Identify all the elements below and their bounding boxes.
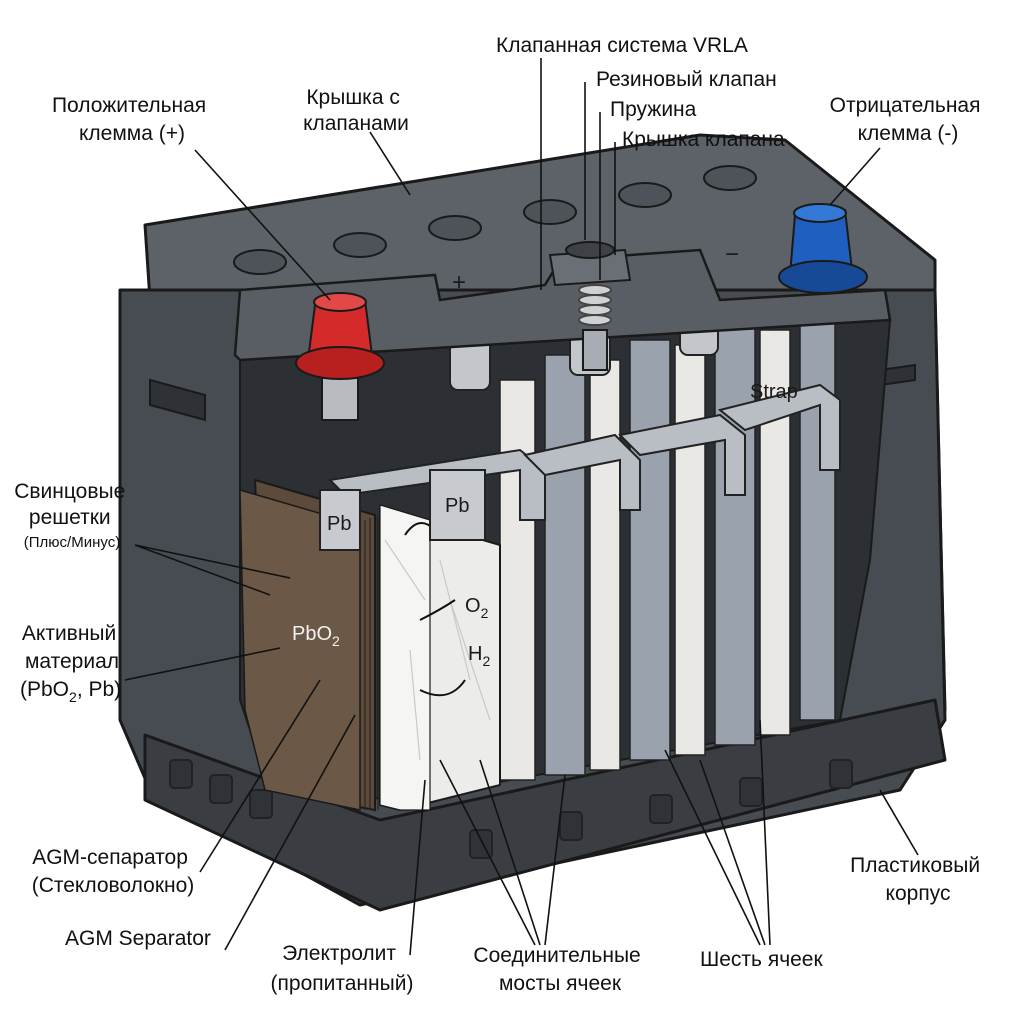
spring-coil <box>578 294 612 306</box>
label-active-material-formula: (PbO2, Pb) <box>20 678 121 705</box>
rib <box>829 759 853 789</box>
vent-cap <box>703 165 757 191</box>
label-vrla-system: Клапанная система VRLA <box>496 34 748 57</box>
label-electrolyte: Электролит (пропитанный) <box>271 942 414 995</box>
rubber-valve <box>565 241 615 259</box>
cell-plate <box>674 344 706 756</box>
separator-fibers <box>384 539 491 761</box>
label-positive-terminal: Положительная клемма (+) <box>52 94 212 145</box>
rib <box>559 811 583 841</box>
lid-section <box>233 248 892 362</box>
vent-cap <box>428 215 482 241</box>
valve-stem <box>582 329 608 371</box>
rib <box>249 789 273 819</box>
cell-plate <box>629 339 671 761</box>
cell-bridge <box>327 448 546 521</box>
label-spring: Пружина <box>610 98 697 121</box>
callout-labels: Клапанная система VRLA Резиновый клапан … <box>14 34 987 995</box>
leader <box>439 759 566 946</box>
lid-minus-label: − <box>725 241 739 268</box>
leader <box>664 719 771 946</box>
leader <box>124 647 281 681</box>
lid-plus-label: + <box>452 269 466 296</box>
negative-terminal-top <box>793 203 847 223</box>
leader <box>409 779 426 956</box>
leader <box>369 131 411 196</box>
vent-cap <box>618 182 672 208</box>
label-plastic-case: Пластиковый корпус <box>850 854 986 905</box>
label-six-cells: Шесть ячеек <box>700 948 823 971</box>
pbo2-label: PbO2 <box>292 623 340 649</box>
label-negative-terminal: Отрицательная клемма (-) <box>830 94 987 145</box>
spring <box>578 284 612 326</box>
case-handle <box>149 378 206 422</box>
leader <box>224 714 356 951</box>
leader <box>199 679 321 873</box>
cell-bridge <box>717 383 841 471</box>
label-active-material: Активный материал <box>22 622 122 673</box>
strap-label: Strap <box>750 381 798 403</box>
gas-arrow-h2 <box>419 679 466 697</box>
rib <box>649 794 673 824</box>
base-ribs <box>169 759 853 859</box>
label-agm-separator-en: AGM Separator <box>65 927 211 950</box>
leader <box>194 149 331 301</box>
rib <box>739 777 763 807</box>
label-agm-separator-ru: AGM-сепаратор (Стекловолокно) <box>32 846 195 897</box>
leader <box>879 789 919 856</box>
cutaway-interior <box>239 299 892 812</box>
lead-grid-edges <box>364 516 379 810</box>
cell-bridge <box>523 433 641 511</box>
positive-terminal <box>295 292 385 421</box>
label-cell-bridges: Соединительные мосты ячеек <box>473 944 646 995</box>
pb-tab-right <box>429 469 486 541</box>
pb-tab-left <box>319 489 361 551</box>
agm-separator-front <box>379 504 431 811</box>
negative-terminal-base <box>778 260 868 294</box>
leader <box>829 147 881 206</box>
cell-plate <box>589 359 621 771</box>
spring-coil <box>578 304 612 316</box>
case-base <box>143 698 947 912</box>
cell-plate <box>499 379 536 781</box>
cell-bridges <box>327 383 841 521</box>
pb-right-label: Pb <box>445 495 469 517</box>
internal-labels: PbO2 Pb Pb O2 H2 Strap + − <box>292 241 798 669</box>
label-rubber-valve: Резиновый клапан <box>596 68 777 91</box>
spring-coil <box>578 314 612 326</box>
valve-assembly <box>548 241 632 371</box>
lid-details <box>233 165 892 421</box>
vent-cap <box>333 232 387 258</box>
pb-left-label: Pb <box>327 513 351 535</box>
spring-coil <box>578 284 612 296</box>
positive-terminal-top <box>313 292 367 312</box>
leader <box>134 544 291 596</box>
rib <box>169 759 193 789</box>
h2-label: H2 <box>468 643 490 669</box>
o2-label: O2 <box>465 595 489 621</box>
label-valve-cap: Крышка клапана <box>622 128 785 151</box>
lid-vent-caps <box>233 165 757 275</box>
cell-plate <box>714 324 756 746</box>
negative-terminal <box>778 203 868 294</box>
label-lid-with-valves: Крышка с клапанами <box>303 86 409 135</box>
vent-cap <box>523 199 577 225</box>
leader-lines <box>124 58 919 956</box>
cell-plate <box>544 354 586 776</box>
vent-cap <box>233 249 287 275</box>
gas-arrow-o2 <box>419 599 456 621</box>
cell-bridge <box>617 413 746 496</box>
label-lead-grids: Свинцовые решетки (Плюс/Минус) <box>14 480 130 551</box>
cell-plate <box>799 319 836 721</box>
rib <box>209 774 233 804</box>
positive-terminal-base <box>295 346 385 380</box>
